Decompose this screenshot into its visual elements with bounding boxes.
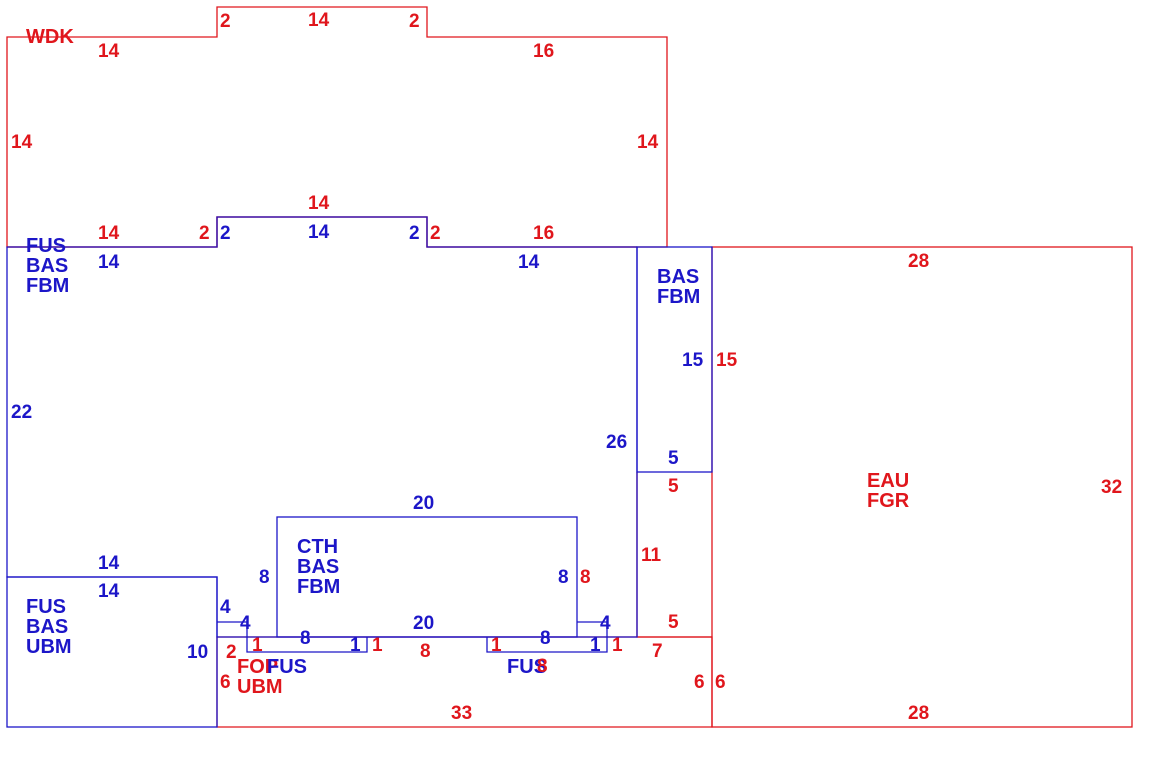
- dim-mid-5: 5: [668, 612, 679, 633]
- dim-main-inner-left: 2: [220, 223, 231, 244]
- dim-wdk-inner-left: 2: [199, 223, 210, 244]
- dim-porch-8a: 8: [300, 628, 311, 649]
- dim-wdk-bottom-left: 14: [98, 223, 120, 244]
- dim-wdk-bump-left: 2: [220, 11, 231, 32]
- fus-small-1-outline: [246, 637, 368, 653]
- area-label-cth: CTH BAS FBM: [297, 536, 345, 598]
- dim-bay-blue-right: 15: [682, 350, 704, 371]
- dim-wdk-bump-right: 2: [409, 11, 420, 32]
- step-outline: [217, 621, 248, 637]
- dim-bay-blue-bottom: 5: [668, 448, 679, 469]
- dim-porch-8c: 8: [540, 628, 551, 649]
- step-outline-right: [577, 621, 608, 637]
- dimension-labels: 14 14 14 16 14 2 2 14 14 2 2 16 2 14 2 1…: [11, 10, 1122, 724]
- dim-porch-1e: 1: [590, 635, 601, 656]
- dim-porch-1d: 1: [491, 635, 502, 656]
- dim-porch-8b: 8: [420, 641, 431, 662]
- area-label-bay: BAS FBM: [657, 266, 705, 308]
- area-label-fus-small-2: FUS: [507, 656, 547, 678]
- dim-cth-right-blue: 8: [558, 567, 569, 588]
- dim-porch-bottom: 33: [451, 703, 472, 724]
- dim-porch-8d: 8: [537, 656, 548, 677]
- dim-cth-top: 20: [413, 493, 434, 514]
- fus-small-2-outline: [486, 637, 608, 653]
- dim-main-inner-right: 2: [409, 223, 420, 244]
- dim-wdk-top-left: 14: [98, 41, 120, 62]
- dim-mid-7: 7: [652, 641, 663, 662]
- dim-wdk-left: 14: [11, 132, 33, 153]
- bay-outline: [636, 246, 713, 473]
- dim-ll-right: 10: [187, 642, 208, 663]
- dim-wdk-inner-top: 14: [308, 193, 330, 214]
- dim-garage-left-a: 6: [694, 672, 705, 693]
- dim-cth-bottom: 20: [413, 613, 434, 634]
- dim-ll-step-4a: 4: [220, 597, 231, 618]
- dim-porch-1c: 1: [372, 635, 383, 656]
- dim-garage-bottom: 28: [908, 703, 929, 724]
- dim-main-top-left: 14: [98, 252, 120, 273]
- dim-porch-1f: 1: [612, 635, 623, 656]
- dim-mid-11: 11: [641, 545, 662, 566]
- dim-wdk-inner-right: 2: [430, 223, 441, 244]
- garage-outline: [711, 246, 1133, 728]
- area-label-garage: EAU FGR: [867, 470, 915, 512]
- dim-porch-left: 6: [220, 672, 231, 693]
- dim-main-left: 22: [11, 402, 32, 423]
- area-label-porch: FOP UBM: [237, 656, 283, 698]
- dim-garage-right: 32: [1101, 477, 1122, 498]
- red-outlines: [6, 6, 1133, 728]
- dim-porch-1b: 1: [350, 635, 361, 656]
- dim-main-right: 26: [606, 432, 627, 453]
- area-labels: WDK FUS BAS FBM BAS FBM EAU FGR CTH BAS …: [26, 26, 915, 698]
- area-label-main: FUS BAS FBM: [26, 235, 74, 297]
- dim-ll-step-4c: 4: [600, 613, 611, 634]
- dim-main-inner-top: 14: [308, 222, 330, 243]
- dim-porch-2: 2: [226, 642, 237, 663]
- dim-ll-step-4b: 4: [240, 613, 251, 634]
- dim-garage-left-b: 6: [715, 672, 726, 693]
- dim-porch-1a: 1: [252, 635, 263, 656]
- area-label-lower-left: FUS BAS UBM: [26, 596, 74, 658]
- lower-left-outline: [6, 576, 218, 728]
- dim-ll-top-b: 14: [98, 581, 120, 602]
- dim-wdk-bottom-right: 16: [533, 223, 554, 244]
- dim-wdk-top-right: 16: [533, 41, 554, 62]
- dim-wdk-right: 14: [637, 132, 659, 153]
- area-label-wdk: WDK: [26, 26, 74, 48]
- dim-cth-right-red: 8: [580, 567, 591, 588]
- dim-bay-red-bottom: 5: [668, 476, 679, 497]
- cth-outline: [276, 516, 578, 638]
- dim-cth-left: 8: [259, 567, 270, 588]
- dim-ll-top-a: 14: [98, 553, 120, 574]
- dim-wdk-bump-top: 14: [308, 10, 330, 31]
- dim-garage-top: 28: [908, 251, 929, 272]
- dim-main-top-right: 14: [518, 252, 540, 273]
- blue-outlines: [6, 216, 713, 728]
- dim-bay-red-right: 15: [716, 350, 738, 371]
- area-label-fus-small-1: FUS: [267, 656, 307, 678]
